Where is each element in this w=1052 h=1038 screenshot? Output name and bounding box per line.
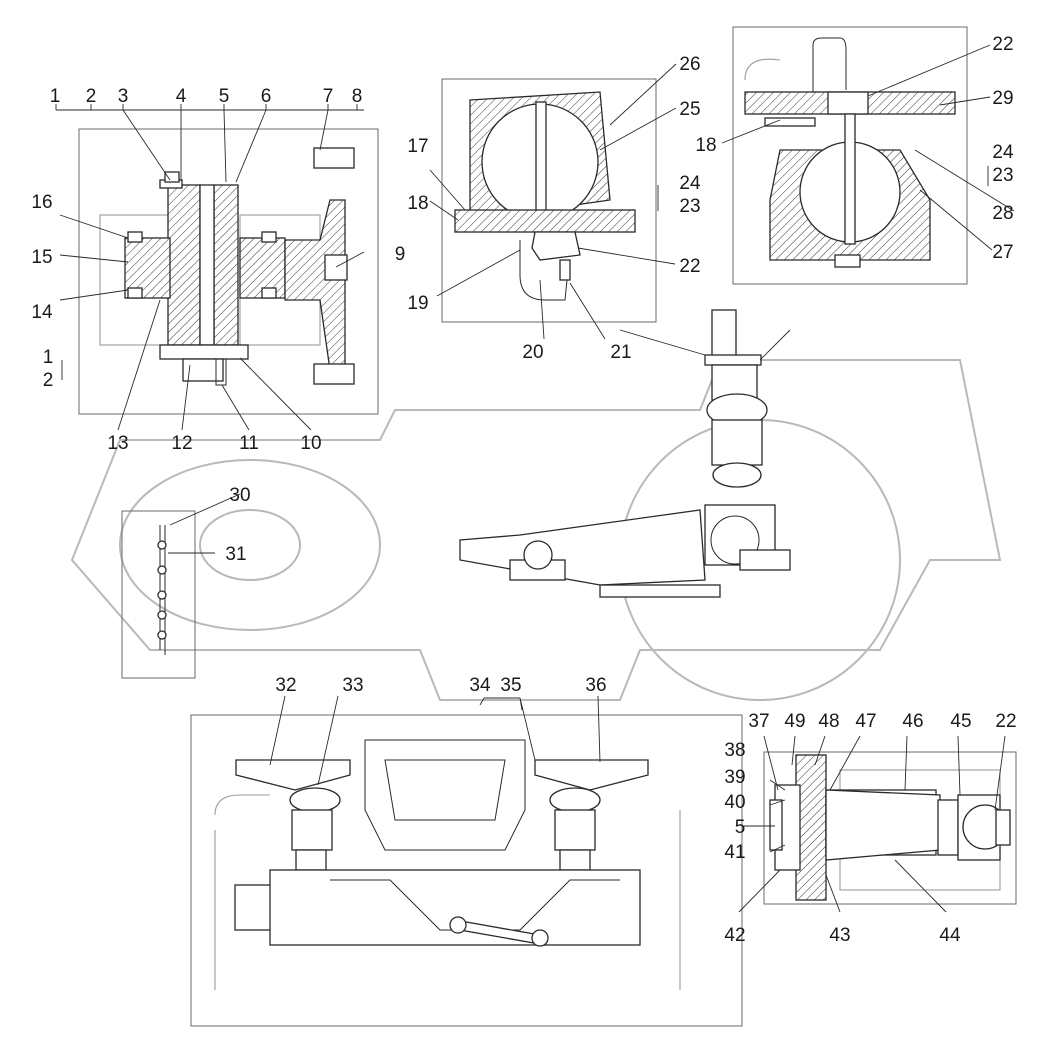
central-suspension-drawing [459, 309, 791, 598]
callout-29: 29 [992, 88, 1013, 109]
callout-2: 2 [86, 86, 97, 107]
callout-10: 10 [300, 433, 321, 454]
callout-3: 3 [118, 86, 129, 107]
callout-26: 26 [679, 54, 700, 75]
callout-13: 13 [107, 433, 128, 454]
callout-24b: 24 [992, 142, 1014, 163]
pin-section-drawing [769, 754, 1011, 901]
callout-2b: 2 [43, 370, 54, 391]
grease-fitting-drawing [454, 91, 636, 301]
callout-33: 33 [342, 675, 363, 696]
ball-joint-drawing [744, 37, 956, 268]
detail-frame-hub-section [78, 128, 379, 415]
callout-6: 6 [261, 86, 272, 107]
callout-27: 27 [992, 242, 1013, 263]
callout-42: 42 [724, 925, 745, 946]
callout-7: 7 [323, 86, 334, 107]
callout-21: 21 [610, 342, 631, 363]
callout-22b: 22 [992, 34, 1013, 55]
callout-48: 48 [818, 711, 839, 732]
callout-15: 15 [31, 247, 52, 268]
detail-frame-ball-joint [732, 26, 968, 285]
callout-20: 20 [522, 342, 543, 363]
callout-23b: 23 [992, 165, 1013, 186]
callout-4: 4 [176, 86, 187, 107]
callout-30: 30 [229, 485, 250, 506]
callout-16: 16 [31, 192, 52, 213]
callout-35: 35 [500, 675, 521, 696]
callout-32: 32 [275, 675, 296, 696]
callout-41: 41 [724, 842, 745, 863]
callout-25: 25 [679, 99, 700, 120]
callout-31: 31 [225, 544, 246, 565]
callout-39: 39 [724, 767, 745, 788]
callout-43: 43 [829, 925, 850, 946]
callout-12: 12 [171, 433, 192, 454]
callout-18a: 18 [407, 193, 428, 214]
callout-44: 44 [939, 925, 961, 946]
detail-frame-pin-section [763, 751, 1017, 905]
callout-37: 37 [748, 711, 769, 732]
callout-1: 1 [50, 86, 61, 107]
callout-36: 36 [585, 675, 606, 696]
axle-front-view-drawing [214, 739, 681, 990]
callout-46: 46 [902, 711, 923, 732]
callout-11: 11 [239, 433, 259, 454]
callout-22a: 22 [679, 256, 700, 277]
hub-section-drawing [99, 147, 355, 386]
callout-38: 38 [724, 740, 745, 761]
callout-23a: 23 [679, 196, 700, 217]
callout-14: 14 [31, 302, 53, 323]
callout-22c: 22 [995, 711, 1016, 732]
detail-frame-axle-front-view [190, 714, 743, 1027]
callout-5: 5 [219, 86, 230, 107]
callout-34: 34 [469, 675, 491, 696]
callout-17: 17 [407, 136, 428, 157]
detail-frame-grease-fitting [441, 78, 657, 323]
callout-19: 19 [407, 293, 428, 314]
callout-49: 49 [784, 711, 805, 732]
callout-labels: 1 2 3 4 5 6 7 8 9 10 11 12 13 14 15 16 1… [31, 34, 1016, 946]
callout-8: 8 [352, 86, 363, 107]
callout-18b: 18 [695, 135, 716, 156]
callout-1b: 1 [43, 347, 54, 368]
callout-28: 28 [992, 203, 1013, 224]
callout-45: 45 [950, 711, 971, 732]
callout-24a: 24 [679, 173, 701, 194]
cotter-pin-drawing [157, 525, 167, 655]
callout-5b: 5 [735, 817, 746, 838]
callout-47: 47 [855, 711, 876, 732]
detail-frame-cotter-pin [121, 510, 196, 679]
callout-9: 9 [395, 244, 406, 265]
watermark-logo [70, 359, 1002, 701]
callout-leaders [55, 44, 1015, 913]
callout-40: 40 [724, 792, 745, 813]
